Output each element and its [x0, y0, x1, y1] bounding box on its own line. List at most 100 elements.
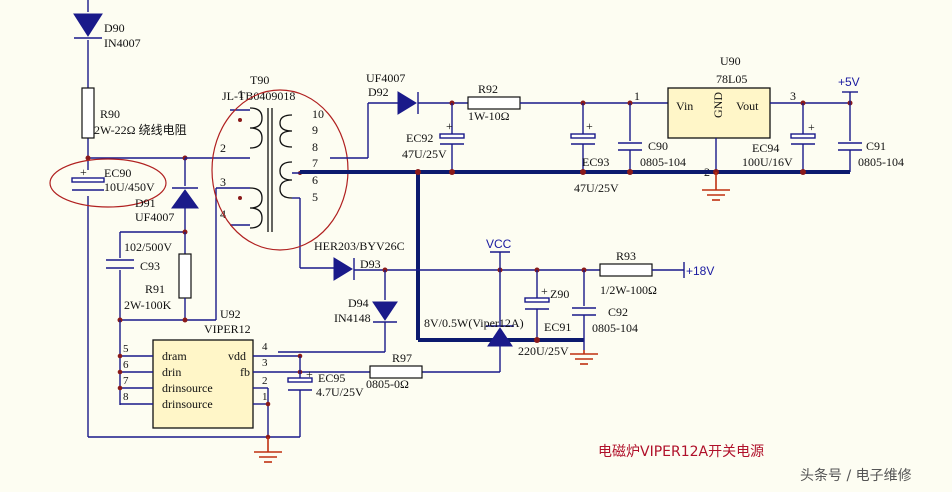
d94-value: IN4148 [334, 311, 371, 325]
u92-pin-5: 5 [123, 343, 129, 355]
t90-ref: T90 [250, 73, 269, 87]
r92-ref: R92 [478, 82, 498, 96]
d90-ref: D90 [104, 21, 125, 35]
t90-pin-5: 5 [312, 190, 318, 204]
r90-value: 2W-22Ω 绕线电阻 [94, 123, 187, 137]
u92-row2-right: fb [240, 365, 250, 379]
r97-ref: R97 [392, 351, 412, 365]
ec95-ref: EC95 [318, 371, 345, 385]
watermark: 头条号 / 电子维修 [800, 467, 912, 484]
ic-u92: U92 VIPER12 dram vdd drin fb drinsource … [117, 307, 500, 440]
u92-row3-left: drinsource [162, 381, 213, 395]
u92-pin-3: 3 [262, 357, 268, 369]
feedback-network: + EC95 4.7U/25V R97 0805-0Ω [254, 351, 423, 463]
d93-value: HER203/BYV26C [314, 239, 405, 253]
vcc-label: VCC [486, 237, 512, 251]
diode-d90: D90 IN4007 [73, 13, 141, 50]
r93-value: 1/2W-100Ω [600, 283, 657, 297]
ec92-polarity: + [446, 119, 453, 133]
left-rail [87, 0, 300, 438]
t90-pin-2: 2 [220, 141, 226, 155]
d93-ref: D93 [360, 257, 381, 271]
c90-ref: C90 [648, 139, 668, 153]
ec93-ref: EC93 [582, 155, 609, 169]
u92-row1-left: dram [162, 349, 187, 363]
primary-wiring [185, 109, 250, 320]
u90-gnd: GND [711, 92, 725, 118]
diode-d91: D91 UF4007 [135, 158, 199, 232]
r92-value: 1W-10Ω [468, 109, 510, 123]
r90-ref: R90 [100, 107, 120, 121]
t90-pin-3: 3 [220, 175, 226, 189]
d92-ref: D92 [368, 85, 389, 99]
ec94-polarity: + [808, 120, 815, 134]
capacitor-ec90: + EC90 10U/450V [49, 155, 188, 208]
r91-ref: R91 [145, 282, 165, 296]
ec95-polarity: + [306, 367, 313, 381]
u92-row2-left: drin [162, 365, 181, 379]
u92-pin-4: 4 [262, 341, 268, 353]
u92-pin-6: 6 [123, 359, 129, 371]
d92-value: UF4007 [366, 71, 405, 85]
ec92-ref: EC92 [406, 131, 433, 145]
ec93-polarity: + [586, 119, 593, 133]
d94-ref: D94 [348, 296, 369, 310]
ec91-value: 220U/25V [518, 344, 569, 358]
c91-ref: C91 [866, 139, 886, 153]
z90-ref: Z90 [550, 287, 569, 301]
t90-pin-10: 10 [312, 107, 324, 121]
r91-value: 2W-100K [124, 298, 172, 312]
t90-pin-6: 6 [312, 173, 318, 187]
u92-row1-right: vdd [228, 349, 246, 363]
diagram-caption: 电磁炉VIPER12A开关电源 [598, 444, 764, 460]
ec93-value: 47U/25V [574, 181, 619, 195]
u92-ref: U92 [220, 307, 241, 321]
c92-value: 0805-104 [592, 321, 638, 335]
transformer-t90: 1 2 3 4 10 9 8 7 6 5 T90 JL-TB0409018 [211, 73, 349, 268]
d90-value: IN4007 [104, 36, 141, 50]
u92-row4-left: drinsource [162, 397, 213, 411]
z90-value: 8V/0.5W(Viper12A) [424, 316, 524, 330]
ec90-value: 10U/450V [104, 180, 155, 194]
ec90-ref: EC90 [104, 166, 131, 180]
r97-value: 0805-0Ω [366, 377, 409, 391]
u92-value: VIPER12 [204, 322, 251, 336]
secondary-5v-path: UF4007 D92 + EC92 47U/25V R92 1W-10Ω + E… [330, 71, 686, 195]
t90-value: JL-TB0409018 [222, 89, 295, 103]
snubber-network: 102/500V C93 R91 2W-100K [106, 229, 216, 323]
u90-pin3-label: 3 [790, 89, 796, 103]
plus18v-label: +18V [686, 264, 714, 278]
ec95-value: 4.7U/25V [316, 385, 364, 399]
u92-pin-1: 1 [262, 391, 268, 403]
u92-pin-8: 8 [123, 391, 129, 403]
ec90-polarity: + [80, 165, 87, 179]
u90-vin: Vin [676, 99, 693, 113]
t90-pin-9: 9 [312, 123, 318, 137]
u90-pin1-label: 1 [634, 89, 640, 103]
diode-d94: D94 IN4148 [278, 270, 398, 353]
u92-pin-7: 7 [123, 375, 129, 387]
c91-value: 0805-104 [858, 155, 904, 169]
c92-ref: C92 [608, 305, 628, 319]
u90-vout: Vout [736, 99, 759, 113]
r93-ref: R93 [616, 249, 636, 263]
resistor-r90: R90 2W-22Ω 绕线电阻 [81, 87, 187, 139]
highlight-ec90 [49, 158, 167, 208]
regulator-u90: Vin Vout GND U90 78L05 2 3 [667, 54, 850, 179]
plus5v-label: +5V [838, 75, 860, 89]
ec91-polarity: + [541, 284, 548, 298]
output-5v: + EC94 100U/16V +5V C91 0805-104 [742, 75, 904, 172]
ec94-value: 100U/16V [742, 155, 793, 169]
t90-pin-1: 1 [238, 87, 244, 101]
c93-ref: C93 [140, 259, 160, 273]
d91-ref: D91 [135, 196, 156, 210]
ec91-ref: EC91 [544, 320, 571, 334]
u90-value: 78L05 [716, 72, 747, 86]
d91-value: UF4007 [135, 210, 174, 224]
c90-value: 0805-104 [640, 155, 686, 169]
u92-pin-2: 2 [262, 375, 268, 387]
c93-value: 102/500V [124, 240, 172, 254]
t90-pin-8: 8 [312, 140, 318, 154]
